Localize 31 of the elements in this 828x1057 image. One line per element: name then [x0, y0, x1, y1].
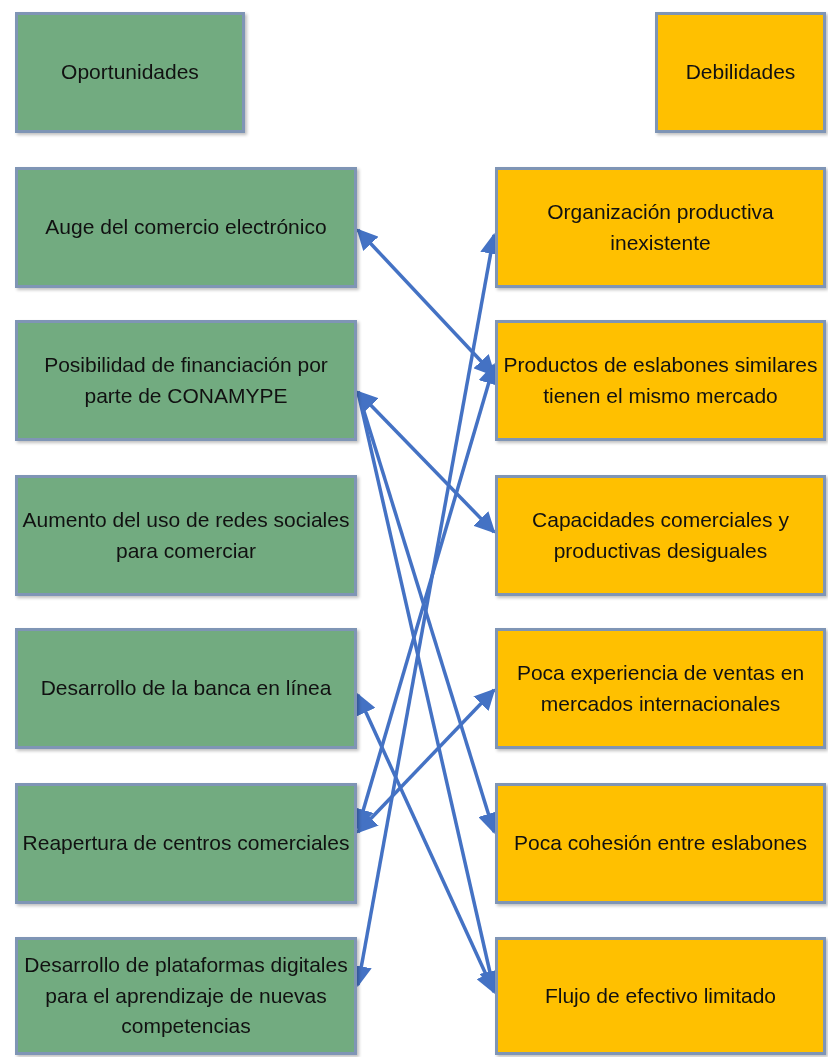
box-text: Organización productiva inexistente — [546, 199, 775, 256]
factor-box — [495, 937, 826, 1055]
factor-box — [495, 628, 826, 749]
arrow — [356, 688, 496, 834]
factor-box — [15, 320, 357, 441]
factor-box — [15, 937, 357, 1055]
factor-box — [495, 320, 826, 441]
header-box — [15, 12, 245, 133]
factor-box — [15, 783, 357, 904]
box-text: Poca cohesión entre eslabones — [512, 830, 808, 857]
box-text: Posibilidad de financiación por parte de CONAMYPE — [43, 352, 329, 409]
box-text: Productos de eslabones similares tienen el mismo mercado — [502, 352, 819, 409]
arrow — [356, 390, 496, 534]
factor-box — [15, 628, 357, 749]
factor-box — [15, 475, 357, 596]
box-text: Poca experiencia de ventas en mercados internacionales — [515, 660, 806, 717]
box-text: Desarrollo de la banca en línea — [39, 675, 333, 702]
box-text: Reapertura de centros comerciales — [21, 830, 351, 857]
box-text: Flujo de efectivo limitado — [543, 982, 778, 1009]
factor-box — [495, 783, 826, 904]
box-text: Debilidades — [684, 59, 797, 86]
arrow — [356, 693, 496, 994]
factor-box — [495, 167, 826, 288]
box-text: Capacidades comerciales y productivas desiguales — [531, 507, 790, 564]
factor-box — [15, 167, 357, 288]
box-text: Desarrollo de plataformas digitales para el aprendizaje de nuevas competencias — [23, 952, 349, 1040]
box-text: Auge del comercio electrónico — [44, 214, 328, 241]
box-text: Aumento del uso de redes sociales para comerciar — [21, 507, 351, 564]
box-text: Oportunidades — [60, 59, 200, 86]
header-box — [655, 12, 826, 133]
factor-box — [495, 475, 826, 596]
